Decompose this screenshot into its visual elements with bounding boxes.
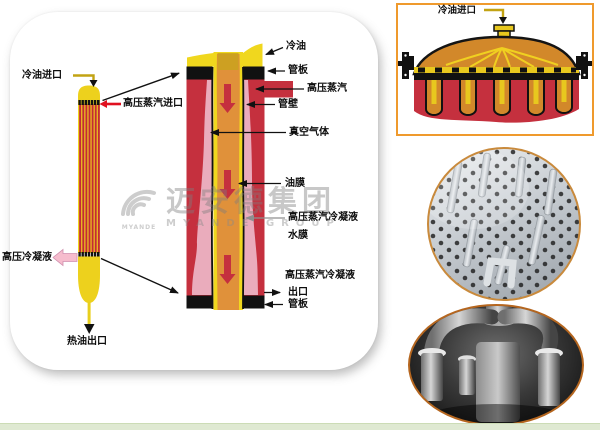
curved-pipe-right [497, 308, 559, 356]
dome-head [412, 35, 581, 76]
label-cold-oil: 冷油 [286, 41, 306, 52]
oil-layer-band [414, 67, 579, 73]
watermark: MYANDE 迈安德集团 MYANDE GROUP [118, 186, 341, 231]
pipe-stub-left [421, 353, 443, 401]
label-water-film: 水膜 [288, 230, 308, 241]
label-hp-steam-inlet: 高压蒸汽进口 [123, 98, 183, 109]
label-hp-steam: 高压蒸汽 [307, 83, 347, 94]
tube-sheet-photo [427, 147, 581, 301]
pipe-stub-middle [459, 359, 475, 395]
pipe-stub-right [538, 353, 560, 406]
u-tube [483, 257, 517, 289]
falling-film-tubes [425, 78, 573, 116]
support-lug-right [576, 52, 592, 79]
distributor-diagram-frame [396, 3, 594, 136]
central-vessel [476, 342, 520, 422]
curved-pipe-left [424, 308, 500, 356]
distributor-diagram [398, 8, 592, 123]
piping-photo [408, 304, 584, 426]
piping-photo-graphic [418, 306, 566, 424]
protruding-tubes [446, 152, 558, 286]
label-hp-condensate: 高压冷凝液 [2, 252, 52, 263]
tube-sheet-photo-graphic [429, 149, 579, 299]
label-outlet: 出口 [288, 287, 308, 298]
inlet-arrow [484, 8, 505, 17]
myande-swoosh-icon [121, 189, 156, 216]
label-distributor-cold-oil-inlet: 冷油进口 [438, 5, 477, 16]
floor-shadow [426, 404, 566, 424]
label-hp-steam-condensate-upper: 高压蒸汽冷凝液 [288, 212, 358, 223]
watermark-logo-text: MYANDE [121, 224, 157, 231]
label-hp-steam-condensate-lower: 高压蒸汽冷凝液 [285, 270, 355, 281]
distribution-arrows [445, 47, 559, 68]
label-tube-plate-bottom: 管板 [288, 299, 308, 310]
tube-sheet-band [414, 73, 579, 80]
label-vacuum-gas: 真空气体 [289, 127, 329, 138]
label-tube-plate-top: 管板 [288, 65, 308, 76]
support-lug-left [398, 52, 414, 79]
photo-highlight [429, 149, 529, 229]
label-oil-film: 油膜 [285, 178, 305, 189]
label-hot-oil-outlet: 热油出口 [67, 336, 107, 347]
watermark-logo: MYANDE [118, 186, 160, 231]
label-cold-oil-inlet: 冷油进口 [22, 70, 62, 81]
footer-strip [0, 423, 600, 430]
inlet-arrowhead-icon [499, 17, 507, 24]
label-tube-wall: 管壁 [278, 99, 298, 110]
